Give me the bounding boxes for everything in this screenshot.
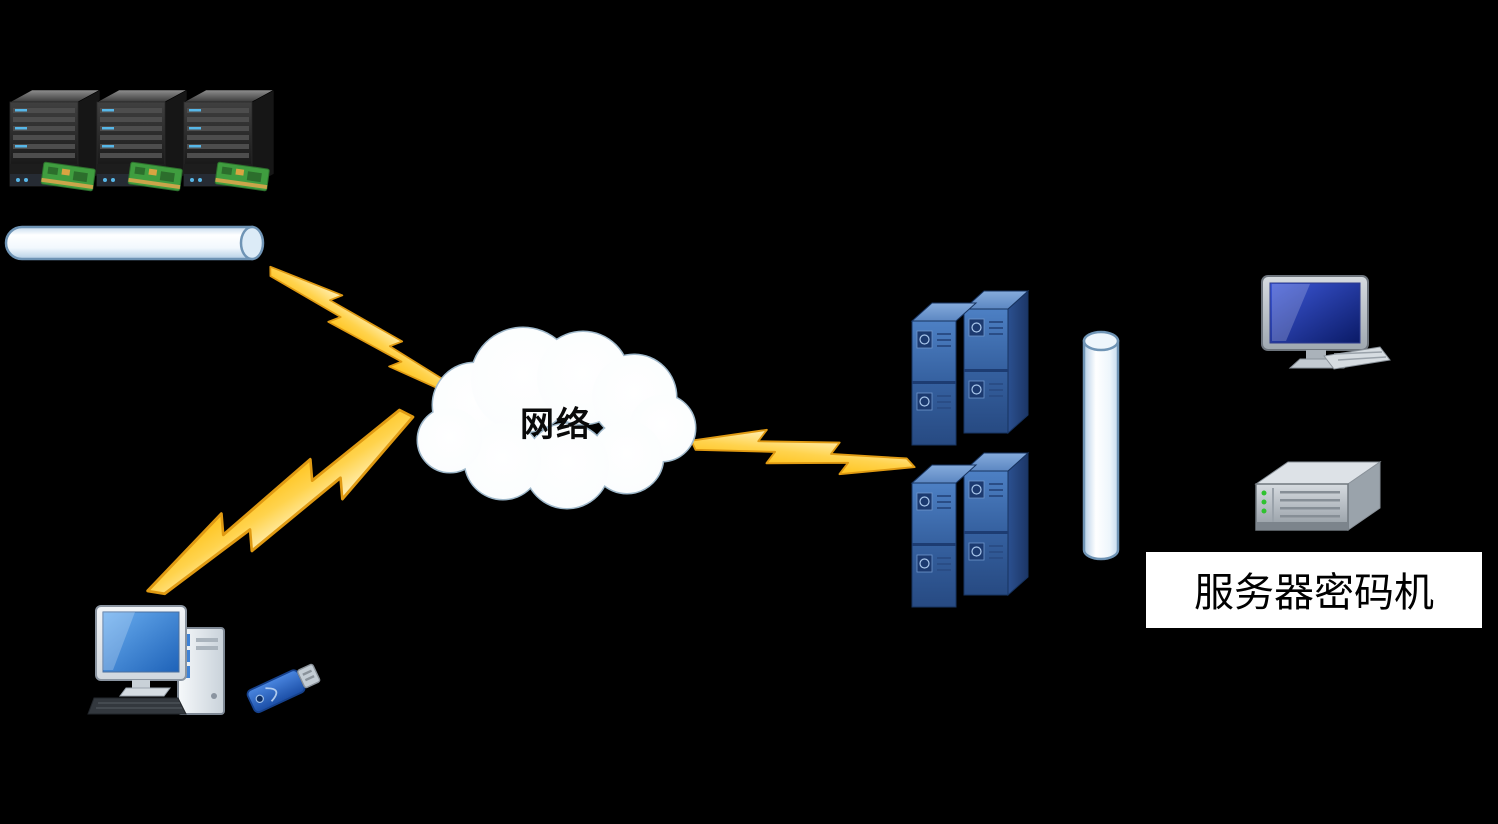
cloud-label: 网络 — [520, 405, 592, 445]
horizontal-cylinder-icon — [4, 225, 265, 261]
server-tower-icon — [9, 89, 101, 192]
rack-server-icon — [1254, 461, 1382, 531]
label-background — [1146, 552, 1482, 628]
blue-cabinet-icon — [911, 289, 1029, 446]
monitor-screen — [1269, 282, 1361, 344]
cipher-machine-label: 服务器密码机 — [1194, 570, 1434, 616]
network-cloud-icon: 网络 — [416, 326, 697, 510]
server-farm-icons — [9, 89, 275, 192]
keyboard-icon — [87, 697, 187, 715]
usb-drive-icon — [246, 663, 321, 714]
server-tower-icon — [183, 89, 275, 192]
vertical-cylinder-icon — [1082, 330, 1120, 561]
blue-cabinet-icon — [911, 451, 1029, 608]
lightning-bolt-connector — [688, 419, 918, 485]
cipher-machine-label-box: 服务器密码机 — [1146, 552, 1482, 628]
management-desktop-icon — [1261, 275, 1391, 370]
lightning-bolt-connector — [132, 395, 432, 617]
monitor-screen — [102, 611, 180, 673]
client-workstation-icon — [87, 605, 225, 715]
server-tower-icon — [96, 89, 188, 192]
